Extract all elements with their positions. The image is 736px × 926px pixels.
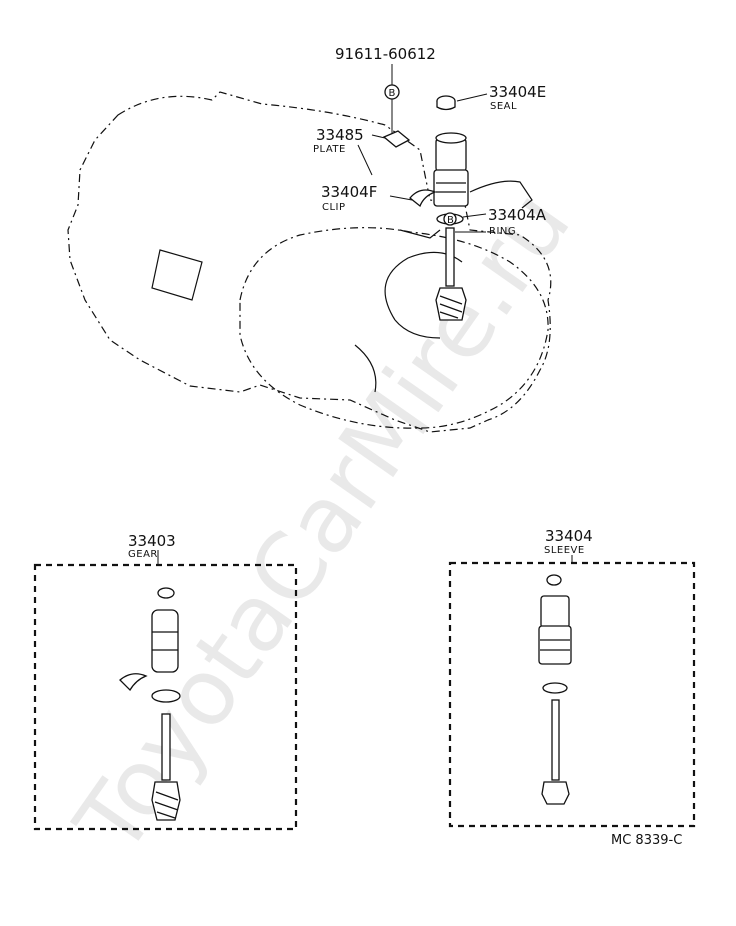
clip-part-name: CLIP bbox=[322, 202, 346, 213]
clip-icon bbox=[409, 189, 437, 208]
sleeve-assembly-name: SLEEVE bbox=[544, 545, 585, 556]
gear-assembly-number: 33403 bbox=[128, 532, 176, 550]
bolt-part-number: 91611-60612 bbox=[335, 45, 436, 63]
transmission-case bbox=[67, 91, 552, 433]
gear-assembly-box bbox=[33, 550, 298, 831]
leader-lines bbox=[357, 64, 488, 233]
plate-icon bbox=[382, 130, 411, 148]
plate-part-number: 33485 bbox=[316, 126, 364, 144]
ring-marker-letter: B bbox=[447, 215, 454, 226]
pinion-gear-icon bbox=[435, 287, 467, 321]
bolt-marker-letter: B bbox=[389, 88, 396, 99]
ring-part-number: 33404A bbox=[488, 206, 547, 224]
seal-part-number: 33404E bbox=[489, 83, 546, 101]
clip-part-number: 33404F bbox=[321, 183, 377, 201]
seal-part-name: SEAL bbox=[490, 101, 517, 112]
installed-driven-gear bbox=[409, 95, 469, 321]
sleeve-assembly-box bbox=[448, 555, 696, 828]
ring-marker-circle bbox=[443, 212, 457, 226]
watermark: ToyotaCarMire.ru bbox=[55, 171, 591, 873]
diagram-code: MC 8339-C bbox=[611, 833, 682, 848]
gear-assembly-name: GEAR bbox=[128, 549, 158, 560]
sleeve-assembly-number: 33404 bbox=[545, 527, 593, 545]
gear-shaft-icon bbox=[445, 227, 455, 287]
ring-part-name: RING bbox=[489, 226, 516, 237]
plate-part-name: PLATE bbox=[313, 144, 346, 155]
